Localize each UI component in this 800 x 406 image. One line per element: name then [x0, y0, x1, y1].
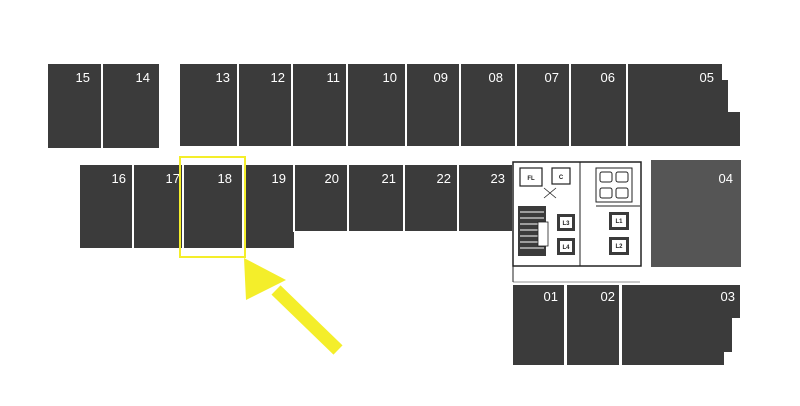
unit-label: 20 [325, 171, 339, 186]
unit-19[interactable]: 19 [244, 165, 294, 248]
unit-label: 13 [216, 70, 230, 85]
unit-label: 17 [166, 171, 180, 186]
unit-label: 04 [719, 171, 733, 186]
unit-label: 12 [271, 70, 285, 85]
unit-label: 23 [491, 171, 505, 186]
unit-04[interactable]: 04 [651, 160, 741, 267]
unit-label: 15 [76, 70, 90, 85]
unit-label: 09 [434, 70, 448, 85]
unit-label: 07 [545, 70, 559, 85]
unit-23[interactable]: 23 [459, 165, 512, 231]
unit-label: 05 [700, 70, 714, 85]
unit-label: 01 [544, 289, 558, 304]
unit-16[interactable]: 16 [80, 165, 132, 248]
unit-15[interactable]: 15 [48, 64, 101, 148]
highlight-box [179, 156, 246, 258]
unit-03[interactable]: 03 [622, 285, 740, 365]
core-l2-label: L2 [615, 244, 623, 250]
unit-10[interactable]: 10 [348, 64, 405, 146]
unit-label: 16 [112, 171, 126, 186]
unit-11[interactable]: 11 [293, 64, 346, 146]
unit-label: 02 [601, 289, 615, 304]
unit-label: 14 [136, 70, 150, 85]
core-l1-label: L1 [615, 219, 623, 225]
unit-label: 10 [383, 70, 397, 85]
building-core: FL C L3 L4 L1 L2 [512, 161, 642, 283]
unit-label: 18 [218, 171, 232, 186]
unit-label: 08 [489, 70, 503, 85]
unit-21[interactable]: 21 [349, 165, 403, 231]
core-c-label: C [559, 175, 564, 181]
unit-18[interactable]: 18 [184, 165, 242, 248]
pointer-arrow [244, 258, 343, 355]
unit-22[interactable]: 22 [405, 165, 457, 231]
unit-02[interactable]: 02 [567, 285, 619, 365]
unit-06[interactable]: 06 [571, 64, 626, 146]
unit-label: 21 [382, 171, 396, 186]
unit-label: 06 [601, 70, 615, 85]
unit-08[interactable]: 08 [461, 64, 515, 146]
unit-13[interactable]: 13 [180, 64, 237, 146]
unit-20[interactable]: 20 [295, 165, 347, 231]
unit-12[interactable]: 12 [239, 64, 291, 146]
unit-label: 22 [437, 171, 451, 186]
unit-label: 11 [327, 70, 341, 85]
unit-07[interactable]: 07 [517, 64, 569, 146]
unit-17[interactable]: 17 [134, 165, 182, 248]
unit-label: 03 [721, 289, 735, 304]
unit-05[interactable]: 05 [628, 64, 740, 146]
unit-14[interactable]: 14 [103, 64, 159, 148]
core-fl-label: FL [527, 176, 535, 182]
unit-01[interactable]: 01 [513, 285, 564, 365]
unit-label: 19 [272, 171, 286, 186]
core-l3-label: L3 [562, 221, 570, 227]
unit-09[interactable]: 09 [407, 64, 459, 146]
core-l4-label: L4 [562, 245, 570, 251]
